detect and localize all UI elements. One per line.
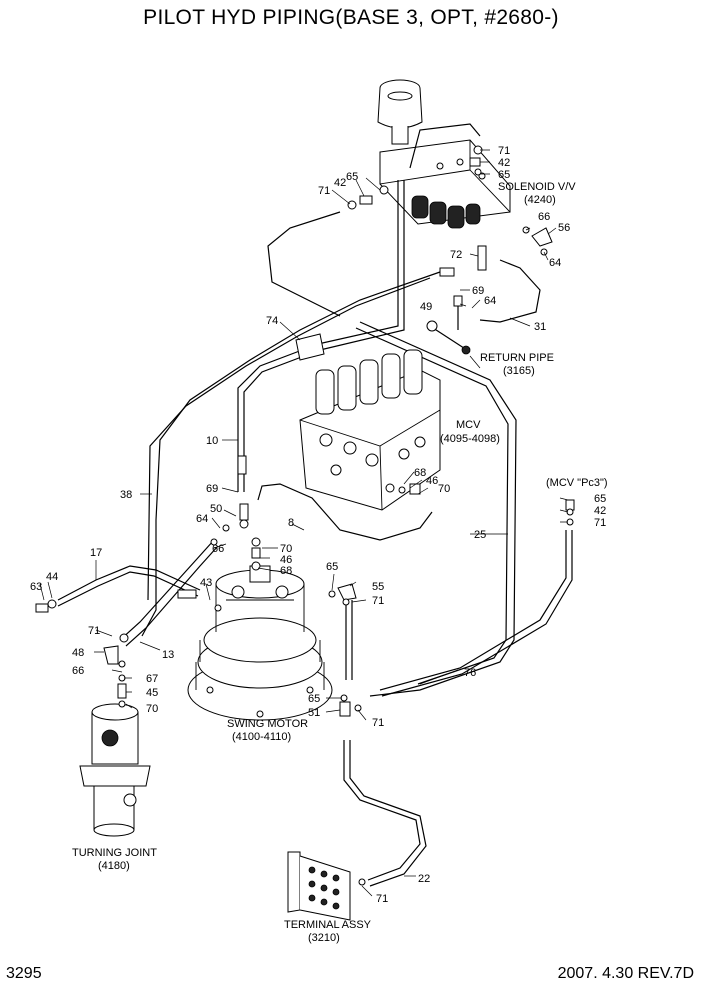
mcv-block [299, 349, 441, 511]
return-pipe-label: RETURN PIPE [480, 352, 554, 364]
callout-8: 8 [288, 517, 294, 529]
callout-56: 56 [558, 222, 570, 234]
mcv-pc3-label: (MCV "Pc3") [546, 477, 608, 489]
callout-71: 71 [318, 185, 330, 197]
callout-45: 45 [146, 687, 158, 699]
accumulator [377, 79, 423, 145]
terminal-assy [287, 851, 366, 921]
return-pipe [426, 295, 471, 355]
callout-55: 55 [372, 581, 384, 593]
callout-70: 70 [438, 483, 450, 495]
callout-44: 44 [46, 571, 58, 583]
callout-71: 71 [372, 595, 384, 607]
callout-48: 48 [72, 647, 84, 659]
callout-64: 64 [549, 257, 561, 269]
swing-motor-code: (4100-4110) [232, 731, 291, 743]
callout-65: 65 [326, 561, 338, 573]
callout-42: 42 [594, 505, 606, 517]
callout-70: 70 [280, 543, 292, 555]
callout-71: 71 [594, 517, 606, 529]
callout-numbers: 71 42 65 71 42 65 66 56 64 72 69 49 64 3… [30, 145, 606, 905]
callout-42: 42 [334, 177, 346, 189]
mcv-label: MCV [456, 419, 481, 431]
callout-65: 65 [346, 171, 358, 183]
callout-38: 38 [120, 489, 132, 501]
turning-joint-label: TURNING JOINT [72, 847, 157, 859]
callout-25: 25 [474, 529, 486, 541]
terminal-assy-code: (3210) [308, 932, 340, 944]
mcv-code: (4095-4098) [440, 433, 500, 445]
callout-69: 69 [472, 285, 484, 297]
callout-46: 46 [280, 554, 292, 566]
solenoid-fittings [347, 145, 553, 271]
callout-66: 66 [72, 665, 84, 677]
swing-motor-label: SWING MOTOR [227, 718, 308, 730]
callout-71: 71 [372, 717, 384, 729]
pipe-clamp [295, 333, 325, 361]
callout-17: 17 [90, 547, 102, 559]
callout-71: 71 [88, 625, 100, 637]
callout-64: 64 [484, 295, 496, 307]
callout-51: 51 [308, 707, 320, 719]
callout-74: 74 [266, 315, 278, 327]
terminal-assy-label: TERMINAL ASSY [284, 919, 372, 931]
callout-10: 10 [206, 435, 218, 447]
callout-13: 13 [162, 649, 174, 661]
hose-fittings [35, 267, 575, 717]
solenoid-label: SOLENOID V/V [498, 181, 576, 193]
callout-43: 43 [200, 577, 212, 589]
callout-22: 22 [418, 873, 430, 885]
callout-67: 67 [146, 673, 158, 685]
assembly-labels: SOLENOID V/V (4240) RETURN PIPE (3165) M… [72, 181, 608, 944]
swing-motor [187, 565, 333, 721]
callout-64: 64 [196, 513, 208, 525]
callout-42: 42 [498, 157, 510, 169]
turning-joint [79, 703, 151, 837]
return-pipe-code: (3165) [503, 365, 535, 377]
callout-71: 71 [376, 893, 388, 905]
callout-68: 68 [414, 467, 426, 479]
callout-69: 69 [206, 483, 218, 495]
callout-66: 66 [212, 543, 224, 555]
callout-65: 65 [498, 169, 510, 181]
leader-lines [39, 149, 569, 897]
callout-49: 49 [420, 301, 432, 313]
revision-date: 2007. 4.30 REV.7D [557, 965, 694, 982]
callout-70: 70 [146, 703, 158, 715]
callout-72: 72 [450, 249, 462, 261]
callout-50: 50 [210, 503, 222, 515]
callout-31: 31 [534, 321, 546, 333]
callout-66: 66 [538, 211, 550, 223]
callout-46: 46 [426, 475, 438, 487]
diagram-title: PILOT HYD PIPING(BASE 3, OPT, #2680-) [143, 6, 559, 29]
callout-71: 71 [498, 145, 510, 157]
callout-65: 65 [308, 693, 320, 705]
solenoid-code: (4240) [524, 194, 556, 206]
callout-76: 76 [464, 667, 476, 679]
solenoid-valve-block [379, 139, 511, 229]
callout-65: 65 [594, 493, 606, 505]
callout-63: 63 [30, 581, 42, 593]
turning-joint-code: (4180) [98, 860, 130, 872]
page-number: 3295 [6, 965, 42, 982]
callout-68: 68 [280, 565, 292, 577]
